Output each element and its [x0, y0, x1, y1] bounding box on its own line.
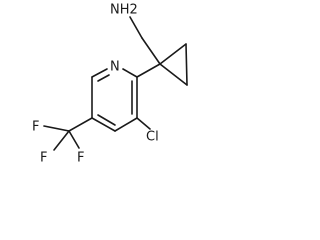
- bond-c4-c3: [114, 117, 138, 132]
- bond-cq-cp2: [159, 63, 188, 86]
- chlorine-label: Cl: [146, 130, 159, 145]
- bond-c5-c4: [91, 117, 116, 132]
- bond-cp1-cp2: [185, 43, 188, 86]
- bond-cf3-f-left: [43, 125, 70, 132]
- bond-ch2-n: [129, 16, 143, 39]
- fluorine-label-2: F: [77, 151, 84, 166]
- bond-c5-c4-double: [97, 114, 116, 126]
- bond-cq-cp1: [159, 43, 187, 65]
- bond-n1-c6-double: [97, 74, 110, 82]
- bond-cq-ch2: [141, 37, 161, 65]
- fluorine-label-1: F: [32, 120, 39, 135]
- ring-nitrogen-label: N: [110, 60, 120, 75]
- bond-c2-n1: [122, 68, 138, 78]
- molecule-structure: NH2 N Cl F F F: [32, 3, 188, 166]
- amine-label: NH2: [110, 3, 138, 18]
- bond-n1-c6: [91, 68, 108, 78]
- bond-c3-cl: [136, 117, 151, 130]
- fluorine-label-3: F: [40, 151, 47, 166]
- bond-cf3-f-right: [68, 130, 80, 149]
- bond-c2-cq: [136, 63, 161, 78]
- bond-cf3-f-down: [53, 130, 70, 151]
- bond-c5-cf3: [68, 117, 93, 132]
